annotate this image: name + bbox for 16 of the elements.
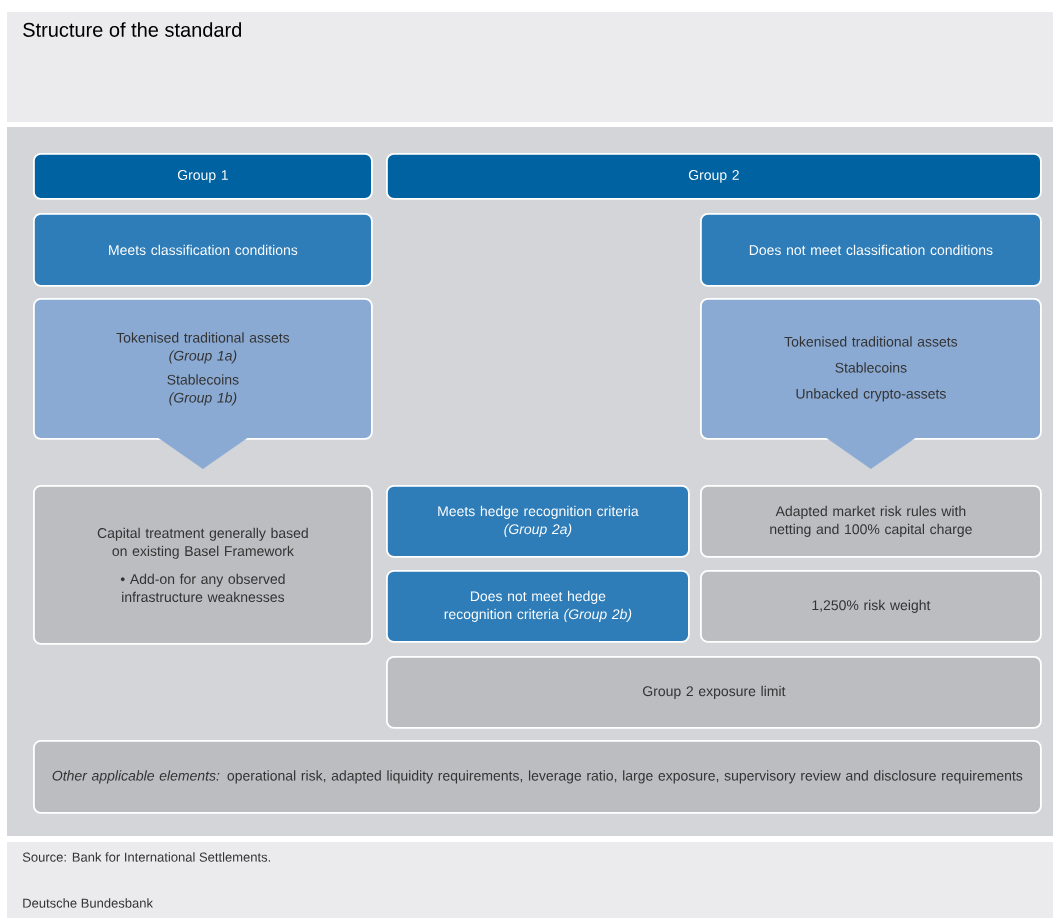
treatment-box: 1,250% risk weight [700,570,1042,643]
limit-box: Group 2 exposure limit [386,656,1042,729]
group-header: Group 2 [386,153,1042,200]
criteria-box: Meets hedge recognition criteria (Group 2a) [386,485,690,558]
treatment-box: Capital treatment generally based on existing Basel Framework • Add-on for any observed infrastructure weaknesses [33,485,373,645]
criteria-box: Does not meet hedge recognition criteria (Group 2b) [386,570,690,643]
source-note: Source: Bank for International Settlements. [22,852,271,862]
source-note: Deutsche Bundesbank [23,898,153,908]
chevron-arrow [825,436,917,469]
treatment-box: Adapted market risk rules with netting and 100% capital charge [700,485,1042,558]
chevron-arrow [157,436,249,469]
condition-box: Does not meet classification conditions [700,213,1042,287]
group-header: Group 1 [33,153,373,200]
title: Structure of the standard [23,22,241,37]
elements-box: Other applicable elements: operational risk, adapted liquidity requirements, leverage ratio, large exposure, supervisory review and disclosure requirements [33,740,1042,814]
condition-box: Meets classification conditions [33,213,373,287]
